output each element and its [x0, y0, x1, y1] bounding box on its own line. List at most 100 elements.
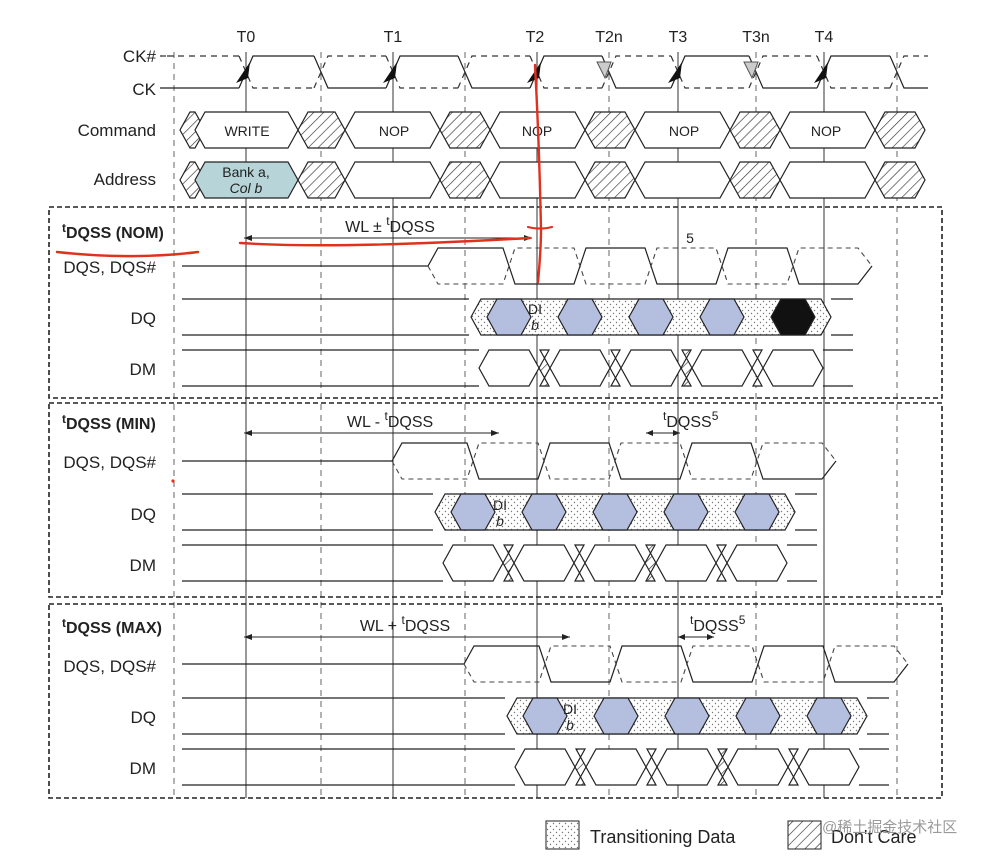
nom-dq-tail [831, 298, 853, 336]
max-dq-cell-4 [806, 697, 852, 735]
annotation-wl-max: WL + tDQSS [360, 613, 450, 635]
max-dm-gap-3 [787, 748, 800, 786]
nom-dm-gap-2 [680, 349, 693, 387]
min-dm-cell-2 [584, 544, 646, 582]
command-dont-care-1 [297, 111, 346, 149]
max-dqs-n [463, 645, 909, 683]
min-dq-cell-1 [521, 493, 567, 531]
min-dq-cell-4 [734, 493, 780, 531]
waveform-ck [160, 55, 928, 89]
clock-edge-arrow-2 [527, 62, 541, 83]
red-underline [55, 250, 200, 258]
nom-dq-cell-2 [628, 298, 674, 336]
clock-edge-arrow-1 [383, 62, 397, 83]
signal-label-dm-max: DM [130, 759, 156, 778]
command-dont-care-2 [439, 111, 491, 149]
address-dont-care-4 [729, 161, 781, 199]
legend-swatch-dont-care [787, 820, 822, 850]
min-dm-gap-3 [715, 544, 728, 582]
nom-dm-cell-4 [762, 349, 824, 387]
address-dont-care-1 [297, 161, 346, 199]
annotation-skew-max: tDQSS5 [690, 613, 746, 635]
clock-cross-arrow-0 [596, 61, 612, 80]
min-dq-cell-0 [450, 493, 496, 531]
legend-dont-care: Don't Care [831, 827, 916, 847]
address-cell-3 [634, 161, 731, 199]
address-dont-care-3 [584, 161, 636, 199]
address-bank: Bank a, [222, 164, 269, 180]
section-box-min [48, 402, 943, 598]
note-5-nom: 5 [686, 230, 694, 246]
address-col: Col b [230, 180, 263, 196]
command-write: WRITE [224, 123, 269, 139]
section-box-max [48, 603, 943, 799]
nom-dq-cell-1 [557, 298, 603, 336]
clock-label-t3n: T3n [742, 29, 770, 46]
command-nop-4: NOP [811, 123, 841, 139]
min-dm-cell-4 [726, 544, 788, 582]
nom-dqs-n [427, 247, 873, 285]
signal-label-dqs-max: DQS, DQS# [63, 657, 156, 676]
max-dq-cell-0 [522, 697, 568, 735]
max-dm-gap-1 [645, 748, 658, 786]
min-dqs-n [391, 442, 837, 480]
nom-dm-cell-3 [691, 349, 753, 387]
signal-label-address: Address [94, 170, 156, 189]
red-dot [171, 479, 175, 483]
signal-label-dq-nom: DQ [131, 309, 157, 328]
di-sub-min: b [496, 513, 504, 529]
clock-cross-arrow-1 [743, 61, 759, 80]
address-dont-care-5 [874, 161, 926, 199]
address-cell-2 [489, 161, 586, 199]
max-dm-idle [182, 748, 515, 786]
max-dm-cell-1 [585, 748, 647, 786]
min-dqs [182, 442, 837, 480]
max-dq-cell-1 [593, 697, 639, 735]
di-label-min: DI [493, 497, 507, 513]
section-title-min: tDQSS (MIN) [62, 412, 156, 433]
di-sub-nom: b [531, 317, 539, 333]
annotation-wl-min: WL - tDQSS [347, 409, 433, 431]
clock-label-t0: T0 [237, 29, 256, 46]
min-dq-idle [182, 493, 433, 531]
min-dm-gap-1 [573, 544, 586, 582]
max-dq-cell-2 [664, 697, 710, 735]
command-nop-3: NOP [669, 123, 699, 139]
command-nop-1: NOP [379, 123, 409, 139]
max-dm-cell-4 [798, 748, 860, 786]
max-dm-gap-2 [716, 748, 729, 786]
address-cell-4 [779, 161, 876, 199]
max-dqs [182, 645, 909, 683]
signal-label-ck: CK [132, 80, 156, 99]
min-dm-idle [182, 544, 443, 582]
nom-dm-cell-1 [549, 349, 611, 387]
nom-dm-cell-2 [620, 349, 682, 387]
nom-dm-idle [182, 349, 479, 387]
nom-dm-tail [823, 349, 853, 387]
min-dq-cell-3 [663, 493, 709, 531]
max-dq-cell-3 [735, 697, 781, 735]
nom-dq-cell-4 [770, 298, 816, 336]
min-dm-cell-3 [655, 544, 717, 582]
min-dm-cell-1 [513, 544, 575, 582]
max-dm-gap-0 [574, 748, 587, 786]
di-label-max: DI [563, 701, 577, 717]
clock-edge-arrow-3 [668, 62, 682, 83]
clock-edge-arrow-4 [814, 62, 828, 83]
signal-label-dqs-nom: DQS, DQS# [63, 258, 156, 277]
red-wl-mark [238, 236, 532, 247]
min-dm-cell-0 [442, 544, 504, 582]
signal-label-dq-max: DQ [131, 708, 157, 727]
command-dont-care-4 [729, 111, 781, 149]
address-cell-1 [344, 161, 441, 199]
nom-dm-cell-0 [478, 349, 540, 387]
section-box-nom [48, 206, 943, 399]
command-dont-care-5 [874, 111, 926, 149]
max-dm-cell-3 [727, 748, 789, 786]
nom-dq-cell-0 [486, 298, 532, 336]
command-dont-care-3 [584, 111, 636, 149]
red-vertical-mark [533, 63, 543, 284]
clock-label-t2: T2 [526, 29, 545, 46]
legend-swatch-transitioning [545, 820, 580, 850]
